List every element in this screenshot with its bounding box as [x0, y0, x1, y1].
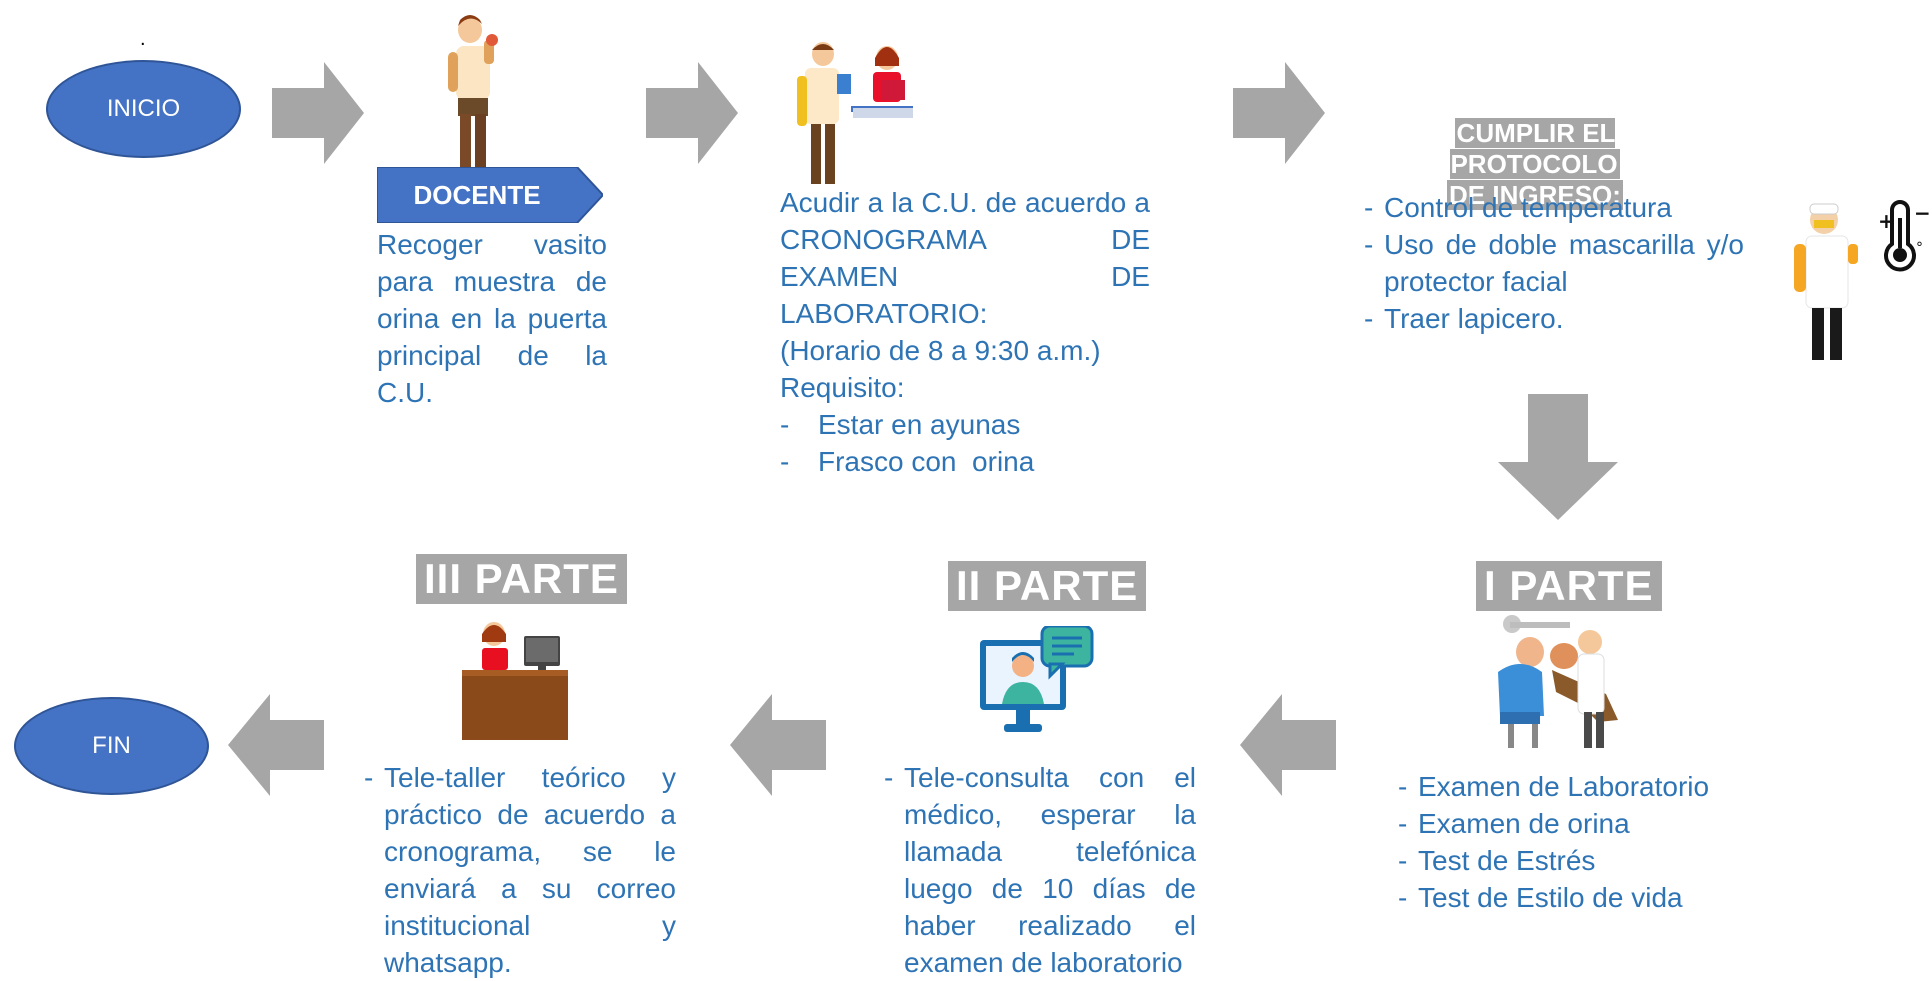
- requirement-item: - Frasco con orina: [780, 443, 1150, 480]
- step2-block: Acudir a la C.U. de acuerdo a CRONOGRAMA…: [780, 184, 1150, 480]
- protocol-item: - Traer lapicero.: [1364, 300, 1744, 337]
- part3-text: Tele-taller teórico y práctico de acuerd…: [384, 762, 676, 978]
- temperature-check-icon: + − °: [1794, 200, 1931, 360]
- part2-bullet: -: [884, 762, 894, 793]
- part2-text: Tele-consulta con el médico, esperar la …: [904, 762, 1196, 978]
- arrow-left-3: [228, 694, 324, 796]
- protocol-bullet: -: [1364, 229, 1374, 260]
- arrow-right-1: [272, 62, 364, 164]
- protocol-text: Traer lapicero.: [1384, 303, 1564, 334]
- part1-label: I PARTE: [1476, 561, 1662, 611]
- arrow-left-2: [730, 694, 826, 796]
- arrow-right-3: [1233, 62, 1325, 164]
- requirement-text: Frasco con orina: [818, 446, 1035, 477]
- step2-line-2: (Horario de 8 a 9:30 a.m.): [780, 335, 1101, 366]
- teleconsult-monitor-icon: [980, 626, 1094, 732]
- protocol-bullet: -: [1364, 192, 1374, 223]
- part1-text: Examen de Laboratorio: [1418, 771, 1710, 802]
- part2-label: II PARTE: [948, 561, 1147, 611]
- protocol-item: - Uso de doble mascarilla y/o protector …: [1364, 226, 1744, 300]
- part1-text: Test de Estilo de vida: [1418, 882, 1683, 913]
- requirements-list: - Estar en ayunas - Frasco con orina: [780, 406, 1150, 480]
- end-label: FIN: [92, 732, 131, 759]
- protocol-item: - Control de temperatura: [1364, 189, 1744, 226]
- protocol-list: - Control de temperatura - Uso de doble …: [1364, 189, 1744, 337]
- requirement-bullet: -: [780, 409, 790, 440]
- part1-text: Test de Estrés: [1418, 845, 1596, 876]
- protocol-title-line-1: CUMPLIR EL PROTOCOLO: [1450, 118, 1620, 179]
- thermo-plus: +: [1878, 209, 1895, 233]
- part1-text: Examen de orina: [1418, 808, 1630, 839]
- thermo-minus: −: [1914, 201, 1931, 225]
- step1-text: Recoger vasito para muestra de orina en …: [377, 229, 607, 408]
- part1-item: - Examen de Laboratorio: [1398, 768, 1738, 805]
- docente-banner-shape: [377, 167, 603, 223]
- lab-reception-icon: [797, 42, 913, 184]
- protocol-text: Uso de doble mascarilla y/o protector fa…: [1384, 229, 1744, 297]
- protocol-title: CUMPLIR EL PROTOCOLO DE INGRESO:: [1370, 118, 1700, 211]
- requirement-item: - Estar en ayunas: [780, 406, 1150, 443]
- thermo-degree: °: [1916, 240, 1923, 256]
- part2-list: - Tele-consulta con el médico, esperar l…: [884, 759, 1196, 981]
- arrow-left-1: [1240, 694, 1336, 796]
- docente-banner-label: DOCENTE: [413, 180, 541, 210]
- part1-bullet: -: [1398, 882, 1408, 913]
- requirement-text: Estar en ayunas: [818, 409, 1021, 440]
- part1-item: - Test de Estrés: [1398, 842, 1738, 879]
- end-node: FIN: [14, 697, 209, 795]
- start-label: INICIO: [106, 95, 181, 122]
- part1-bullet: -: [1398, 845, 1408, 876]
- office-desk-icon: [462, 622, 568, 740]
- part3-list: - Tele-taller teórico y práctico de acue…: [364, 759, 676, 981]
- teacher-figure-icon: [448, 15, 498, 170]
- protocol-text: Control de temperatura: [1384, 192, 1672, 223]
- arrow-right-2: [646, 62, 738, 164]
- part1-bullet: -: [1398, 771, 1408, 802]
- step2-line-1: Acudir a la C.U. de acuerdo a CRONOGRAMA…: [780, 187, 1150, 329]
- start-dot: .: [140, 28, 146, 50]
- part1-list: - Examen de Laboratorio - Examen de orin…: [1398, 768, 1738, 916]
- part3-label: III PARTE: [416, 554, 627, 604]
- step2-line-3: Requisito:: [780, 372, 905, 403]
- part1-item: - Test de Estilo de vida: [1398, 879, 1738, 916]
- part3-bullet: -: [364, 762, 374, 793]
- protocol-bullet: -: [1364, 303, 1374, 334]
- protocol-title-line-2: DE INGRESO:: [1447, 180, 1623, 210]
- start-node: INICIO: [46, 60, 241, 158]
- dental-exam-icon: [1498, 615, 1618, 748]
- part1-bullet: -: [1398, 808, 1408, 839]
- part3-item: - Tele-taller teórico y práctico de acue…: [364, 759, 676, 981]
- arrow-down: [1498, 394, 1618, 520]
- part2-item: - Tele-consulta con el médico, esperar l…: [884, 759, 1196, 981]
- part1-item: - Examen de orina: [1398, 805, 1738, 842]
- requirement-bullet: -: [780, 446, 790, 477]
